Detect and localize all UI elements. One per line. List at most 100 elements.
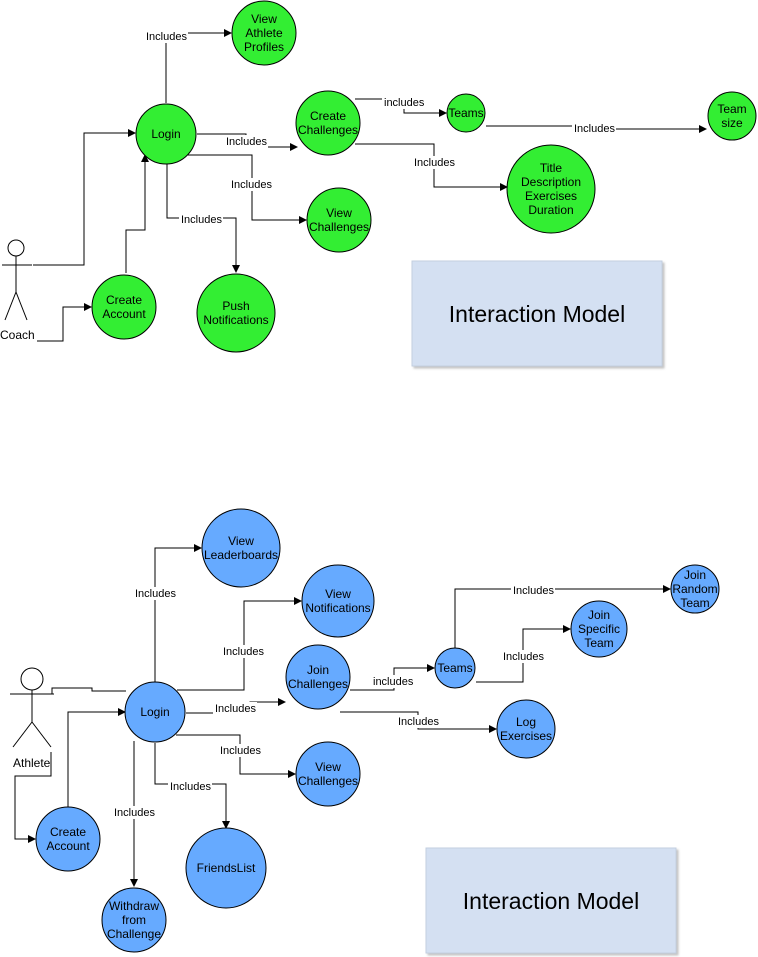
- join-specific-team-node-label: Join: [588, 608, 610, 622]
- coach-title-box: Interaction Model: [411, 260, 663, 367]
- join-challenges-node-shape: [285, 644, 351, 710]
- coach-login-node: Login: [135, 103, 197, 165]
- label-join-challenges-teams: includes: [373, 676, 414, 688]
- label-teams-specific: Includes: [503, 651, 544, 663]
- coach-title: Interaction Model: [449, 301, 625, 327]
- athlete-login-node: Login: [124, 681, 186, 743]
- view-notifications-node-label: View: [325, 587, 351, 601]
- log-exercises-node-label: Exercises: [500, 729, 552, 743]
- coach-view-challenges-node-label: Challenges: [309, 220, 369, 234]
- join-specific-team-node-label: Specific: [578, 622, 620, 636]
- athlete-login-node-label: Login: [140, 705, 169, 719]
- withdraw-node-label: from: [122, 913, 146, 927]
- label-login-friends-list: Includes: [170, 781, 211, 793]
- label-login-join-challenges: Includes: [215, 703, 256, 715]
- edge-actor-create-account: [14, 752, 52, 843]
- athlete-teams-node-shape: [434, 647, 476, 689]
- view-athlete-profiles-node-label: View: [251, 12, 277, 26]
- view-leaderboards-node-shape: [201, 508, 281, 588]
- athlete-create-account-node-label: Account: [46, 839, 90, 853]
- coach-teams-node-label: Teams: [448, 106, 483, 120]
- view-notifications-node-label: Notifications: [305, 601, 370, 615]
- coach-actor-label: Coach: [0, 328, 35, 342]
- push-notifications-node-label: Notifications: [203, 313, 268, 327]
- label-create-challenges-details: Includes: [414, 157, 455, 169]
- edge-login-profiles: [165, 29, 232, 103]
- coach-teams-node: Teams: [446, 93, 486, 133]
- athlete-view-challenges-node-shape: [295, 741, 361, 807]
- join-random-team-node-label: Team: [680, 596, 709, 610]
- coach-view-challenges-node-shape: [306, 187, 372, 253]
- label-teams-team-size: Includes: [574, 123, 615, 135]
- friends-list-node: FriendsList: [185, 827, 267, 909]
- coach-create-account-node-label: Create: [106, 293, 142, 307]
- athlete-view-challenges-node-label: Challenges: [298, 774, 358, 788]
- athlete-login-node-shape: [124, 681, 186, 743]
- challenge-details-node-label: Duration: [528, 203, 573, 217]
- label-login-leaderboards: Includes: [135, 588, 176, 600]
- label-login-profiles: Includes: [146, 31, 187, 43]
- view-notifications-node-shape: [301, 564, 375, 638]
- athlete-section: Athlete Includes Includes Includes: [10, 508, 720, 954]
- athlete-teams-node-label: Teams: [437, 661, 472, 675]
- edge-login-leaderboards: [154, 544, 202, 682]
- view-athlete-profiles-node-shape: [231, 0, 297, 66]
- edge-actor-login: [51, 687, 126, 694]
- edge-create-account-login: [125, 154, 149, 273]
- create-challenges-node-label: Challenges: [298, 123, 358, 137]
- athlete-view-challenges-node-label: View: [315, 760, 341, 774]
- athlete-create-account-node-label: Create: [50, 825, 86, 839]
- friends-list-node-label: FriendsList: [197, 861, 256, 875]
- athlete-edge-labels: Includes Includes Includes Includes Incl…: [112, 584, 555, 819]
- edge-actor-login: [33, 129, 136, 266]
- coach-login-node-shape: [135, 103, 197, 165]
- coach-edge-labels: Includes Includes Includes Includes incl…: [144, 30, 616, 226]
- label-login-notifications: Includes: [223, 646, 264, 658]
- athlete-actor-label: Athlete: [13, 756, 51, 770]
- edge-actor-create-account: [37, 303, 92, 342]
- join-challenges-node-label: Join: [307, 663, 329, 677]
- edge-create-account-login: [67, 708, 126, 807]
- label-join-challenges-log: Includes: [398, 716, 439, 728]
- withdraw-node-label: Challenge: [107, 927, 161, 941]
- label-create-challenges-teams: includes: [384, 97, 425, 109]
- edge-teams-random: [454, 585, 671, 648]
- join-random-team-node-label: Random: [672, 582, 717, 596]
- team-size-node-label: size: [721, 116, 743, 130]
- athlete-create-account-node-shape: [35, 806, 101, 872]
- team-size-node-label: Team: [717, 102, 746, 116]
- friends-list-node-shape: [185, 827, 267, 909]
- challenge-details-node-shape: [506, 144, 596, 234]
- label-login-withdraw: Includes: [114, 807, 155, 819]
- withdraw-node-shape: [101, 887, 167, 953]
- create-challenges-node-shape: [295, 90, 361, 156]
- label-teams-random: Includes: [513, 585, 554, 597]
- join-specific-team-node-label: Team: [584, 636, 613, 650]
- coach-login-node-label: Login: [151, 127, 180, 141]
- withdraw-node-label: Withdraw: [109, 899, 159, 913]
- view-leaderboards-node-label: Leaderboards: [204, 548, 278, 562]
- athlete-teams-node: Teams: [434, 647, 476, 689]
- athlete-title: Interaction Model: [463, 888, 639, 914]
- log-exercises-node-shape: [496, 699, 556, 759]
- join-specific-team-node-shape: [570, 600, 628, 658]
- coach-section: Coach Includes Includes Includes Include…: [0, 0, 757, 367]
- create-challenges-node-label: Create: [310, 109, 346, 123]
- coach-teams-node-shape: [446, 93, 486, 133]
